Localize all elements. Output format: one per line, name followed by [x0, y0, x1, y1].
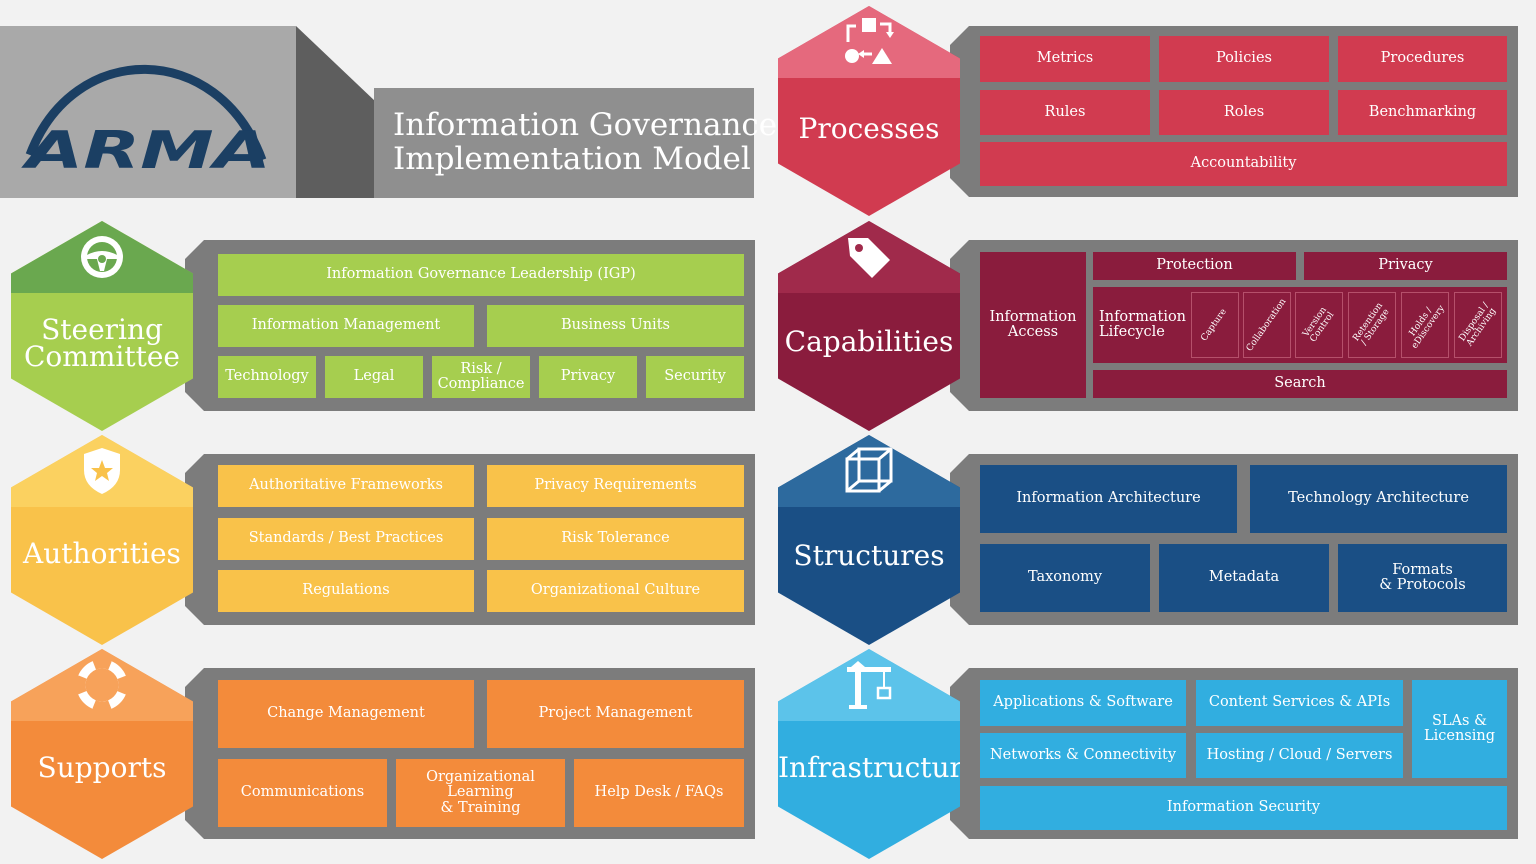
tile-protection: Protection — [1093, 252, 1296, 280]
tile-change-management: Change Management — [218, 680, 474, 748]
infrastructure-label: Infrastructure — [778, 751, 980, 784]
access-line2: Access — [1007, 324, 1059, 340]
tile-regulations: Regulations — [218, 570, 474, 612]
tile-project-management: Project Management — [487, 680, 744, 748]
lifebuoy-icon — [11, 657, 193, 713]
tile-networks-connectivity: Networks & Connectivity — [980, 733, 1186, 778]
tile-organizational-learning: Organizational Learning & Training — [396, 759, 565, 827]
tile-risk-tolerance: Risk Tolerance — [487, 518, 744, 560]
tile-hosting-cloud: Hosting / Cloud / Servers — [1196, 733, 1403, 778]
learning-line1: Organizational — [426, 769, 535, 786]
tile-roles: Roles — [1159, 90, 1329, 135]
supports-label: Supports — [37, 751, 167, 784]
processes-label: Processes — [798, 112, 940, 145]
formats-line2: & Protocols — [1379, 577, 1466, 593]
tile-igp: Information Governance Leadership (IGP) — [218, 254, 744, 296]
tile-information-architecture: Information Architecture — [980, 465, 1237, 533]
sla-line2: Licensing — [1423, 728, 1495, 744]
structures-hexagon: Structures — [778, 435, 960, 645]
learning-line2: Learning — [447, 784, 514, 801]
logo-connector — [296, 26, 376, 198]
tile-information-security: Information Security — [980, 786, 1507, 830]
authorities-hexagon: Authorities — [11, 435, 193, 645]
capture-label: Capture — [1199, 306, 1230, 343]
tile-information-access: Information Access — [980, 252, 1086, 398]
shield-star-icon — [11, 443, 193, 499]
tile-risk-compliance: Risk / Compliance — [432, 356, 530, 398]
title-line-2: Implementation Model — [393, 141, 751, 177]
steering-wheel-icon — [11, 229, 193, 285]
lifecycle-line1: Information — [1099, 308, 1187, 325]
process-flow-icon — [778, 14, 960, 70]
tile-taxonomy: Taxonomy — [980, 544, 1150, 612]
tile-slas-licensing: SLAs & Licensing — [1412, 680, 1507, 778]
page-title: Information Governance Implementation Mo… — [393, 108, 777, 176]
tile-collaboration: Collaboration — [1243, 292, 1291, 358]
tile-help-desk: Help Desk / FAQs — [574, 759, 744, 827]
tile-rules: Rules — [980, 90, 1150, 135]
steering-label-line2: Committee — [24, 339, 180, 373]
disposal-label: Disposal /Archiving — [1457, 301, 1498, 349]
arma-logo: ARMA — [20, 64, 271, 180]
learning-line3: & Training — [440, 799, 521, 816]
retention-label: Retention/ Storage — [1351, 301, 1392, 349]
structures-label: Structures — [793, 539, 945, 572]
tile-privacy: Privacy — [539, 356, 637, 398]
crane-icon — [778, 657, 960, 713]
steering-label: Steering Committee — [11, 313, 193, 373]
tile-applications-software: Applications & Software — [980, 680, 1186, 726]
tile-security: Security — [646, 356, 744, 398]
tile-information-lifecycle: Information Lifecycle — [1093, 287, 1189, 363]
authorities-label: Authorities — [23, 537, 181, 570]
tile-benchmarking: Benchmarking — [1338, 90, 1507, 135]
tile-capabilities-privacy: Privacy — [1304, 252, 1507, 280]
tile-privacy-requirements: Privacy Requirements — [487, 465, 744, 507]
tile-standards: Standards / Best Practices — [218, 518, 474, 560]
tile-metrics: Metrics — [980, 36, 1150, 82]
tile-content-services: Content Services & APIs — [1196, 680, 1403, 726]
tile-authoritative-frameworks: Authoritative Frameworks — [218, 465, 474, 507]
tile-technology: Technology — [218, 356, 316, 398]
tile-retention-storage: Retention/ Storage — [1348, 292, 1396, 358]
steering-hexagon: Steering Committee — [11, 221, 193, 431]
title-block — [374, 88, 754, 198]
tile-procedures: Procedures — [1338, 36, 1507, 82]
tile-legal: Legal — [325, 356, 423, 398]
tile-search: Search — [1093, 370, 1507, 398]
tile-technology-architecture: Technology Architecture — [1250, 465, 1507, 533]
tile-accountability: Accountability — [980, 142, 1507, 186]
tile-metadata: Metadata — [1159, 544, 1329, 612]
tile-information-management: Information Management — [218, 305, 474, 347]
title-line-1: Information Governance — [393, 107, 778, 143]
access-line1: Information — [989, 308, 1077, 325]
tag-icon — [778, 229, 960, 285]
lifecycle-line2: Lifecycle — [1099, 324, 1165, 340]
tile-business-units: Business Units — [487, 305, 744, 347]
processes-hexagon: Processes — [778, 6, 960, 216]
tile-communications: Communications — [218, 759, 387, 827]
logo-arc — [25, 64, 267, 162]
tile-policies: Policies — [1159, 36, 1329, 82]
infrastructure-hexagon: Infrastructure — [778, 649, 960, 859]
tile-disposal-archiving: Disposal /Archiving — [1454, 292, 1502, 358]
capabilities-label: Capabilities — [784, 325, 954, 358]
tile-organizational-culture: Organizational Culture — [487, 570, 744, 612]
capabilities-hexagon: Capabilities — [778, 221, 960, 431]
steering-label-line1: Steering — [41, 313, 163, 346]
formats-line1: Formats — [1392, 561, 1453, 578]
sla-line1: SLAs & — [1432, 712, 1487, 729]
supports-hexagon: Supports — [11, 649, 193, 859]
holds-label: Holds /eDiscovery — [1403, 299, 1447, 351]
collaboration-label: Collaboration — [1244, 296, 1289, 353]
logo-text: ARMA — [20, 121, 271, 180]
tile-formats-protocols: Formats & Protocols — [1338, 544, 1507, 612]
tile-holds-ediscovery: Holds /eDiscovery — [1401, 292, 1449, 358]
tile-capture: Capture — [1191, 292, 1239, 358]
cube-icon — [778, 443, 960, 499]
